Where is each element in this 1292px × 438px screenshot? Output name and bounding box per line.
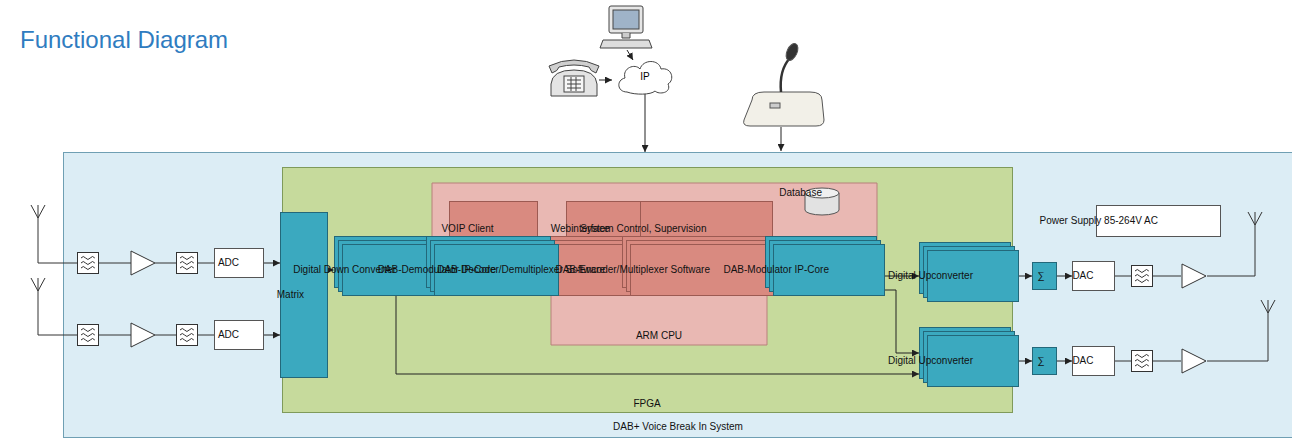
hardware-block: ∑: [1032, 347, 1057, 375]
region-fill: [432, 183, 877, 345]
amplifier-symbol: [1182, 264, 1206, 288]
system-region: VOIP ClientWebinterfaceSystem Control, S…: [63, 152, 1292, 438]
input-arrow: [627, 50, 633, 60]
telephone-icon: [549, 60, 599, 96]
region-fill: [64, 153, 1292, 438]
database-symbol: Database: [795, 187, 849, 235]
node-label: Database: [779, 187, 822, 199]
node-label: ∑: [1037, 270, 1044, 282]
region-label: FPGA: [633, 398, 660, 410]
node-label: DAC: [1072, 355, 1093, 367]
component-box: DAC: [1072, 261, 1115, 291]
computer-icon: [613, 10, 639, 29]
node-label: VOIP Client: [441, 223, 493, 235]
amplifier-symbol: [1182, 349, 1206, 373]
filter-symbol: [1132, 266, 1153, 287]
region-fill: [64, 153, 1292, 438]
computer-icon: [600, 40, 652, 48]
node-label: DAC: [1072, 270, 1093, 282]
node-label: Power Supply 85-264V AC: [1040, 215, 1158, 227]
microphone-icon: [784, 42, 801, 63]
computer-icon: [609, 6, 643, 33]
region-label: ARM CPU: [636, 330, 682, 342]
node-label: Digital Upconverter: [888, 355, 973, 367]
filter-symbol: [177, 325, 198, 346]
telephone-icon: [551, 70, 597, 96]
filter-symbol: [177, 253, 198, 274]
hardware-block: DAB-Modulator IP-Core: [773, 244, 885, 296]
node-label: DAB-Demodulator IP-Core: [378, 264, 496, 276]
hardware-block: ∑: [1032, 262, 1057, 290]
telephone-icon: [549, 60, 599, 73]
node-label: ADC: [218, 257, 239, 269]
network-cloud: IP: [615, 56, 675, 96]
amplifier-symbol: [131, 323, 155, 347]
system-region: VOIP ClientWebinterfaceSystem Control, S…: [282, 167, 1012, 413]
hardware-block: Digital Upconverter: [927, 335, 1019, 387]
cloud-outline: [619, 62, 672, 95]
filter-symbol: [78, 325, 99, 346]
signal-connector: [885, 290, 919, 353]
input-arrow: [599, 80, 612, 81]
filter-symbol: [1132, 351, 1153, 372]
computer-icon: [600, 6, 652, 48]
input-arrow: [781, 127, 782, 151]
node-label: ∑: [1037, 355, 1044, 367]
microphone-icon: [770, 103, 780, 108]
rf-chain-left: [31, 205, 214, 335]
microphone-icon: [744, 92, 824, 126]
telephone-icon: [567, 77, 581, 91]
microphone-icon: [781, 58, 790, 92]
node-label: ADC: [218, 329, 239, 341]
signal-connector: [1057, 276, 1072, 277]
node-label: DAB-Modulator IP-Core: [723, 264, 829, 276]
hardware-block: Matrix: [280, 212, 328, 378]
amplifier-symbol: [131, 251, 155, 275]
microphone-icon: [744, 42, 824, 126]
component-box: DAC: [1072, 346, 1115, 376]
signal-connector: [264, 335, 280, 336]
input-arrow: [599, 50, 781, 151]
signal-connector: [645, 93, 646, 152]
node-label: Digital Upconverter: [888, 270, 973, 282]
node-label: IP: [640, 71, 649, 82]
signal-connector: [396, 296, 919, 374]
diagram-title: Functional Diagram: [20, 26, 228, 54]
signal-connector: [1019, 276, 1032, 277]
component-box: Power Supply 85-264V AC: [1096, 205, 1221, 237]
computer-icon: [622, 33, 630, 38]
node-label: Matrix: [277, 289, 304, 301]
signal-connector: [1019, 361, 1032, 362]
component-box: ADC: [214, 320, 264, 350]
node-label: System Control, Supervision: [580, 223, 706, 235]
signal-connector: [1057, 361, 1072, 362]
signal-connector: [264, 263, 280, 264]
telephone-icon: [564, 76, 584, 92]
region-fill: [283, 168, 1013, 413]
filter-symbol: [78, 253, 99, 274]
node-label: DAB-Encoder/Multiplexer Software: [555, 264, 710, 276]
hardware-block: Digital Upconverter: [927, 250, 1019, 302]
component-box: ADC: [214, 248, 264, 278]
region-label: DAB+ Voice Break In System: [613, 421, 743, 433]
